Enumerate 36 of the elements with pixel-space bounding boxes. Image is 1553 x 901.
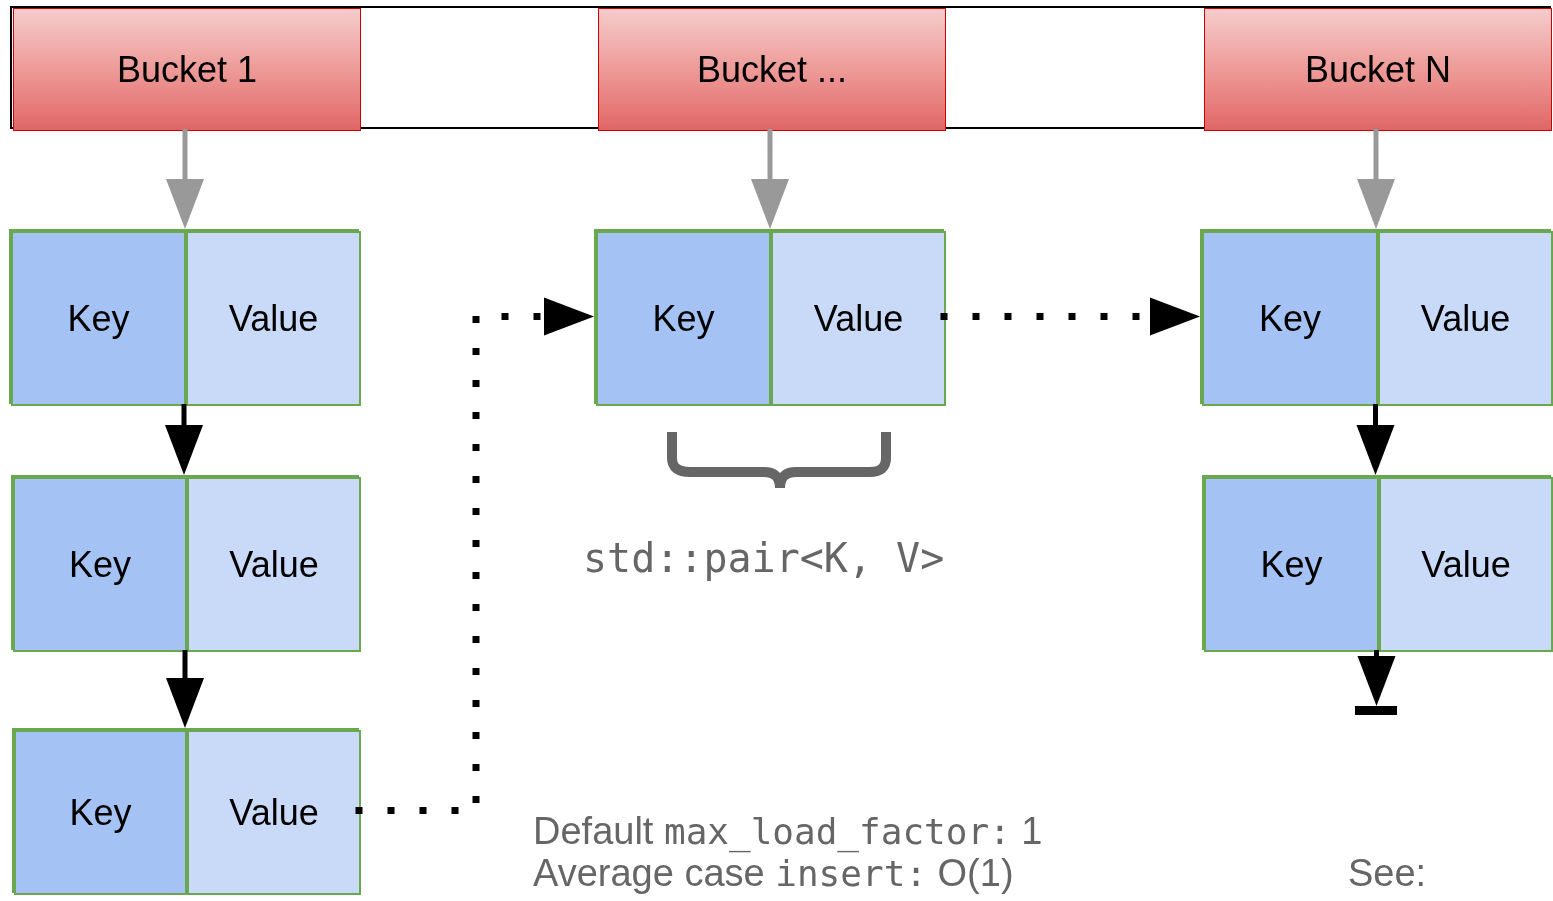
arrow — [1357, 129, 1395, 229]
value-cell: Value — [1379, 477, 1553, 652]
value-cell: Value — [187, 477, 361, 652]
value-cell: Value — [1378, 231, 1553, 406]
pair-box — [1202, 475, 1551, 650]
bucket-box: Bucket N — [1204, 8, 1552, 131]
null-terminator-bar — [1355, 706, 1397, 715]
arrow — [166, 129, 204, 229]
arrow — [1357, 650, 1396, 706]
note-text: Default max_load_factor: 1 — [533, 810, 1043, 853]
value-cell: Value — [771, 231, 946, 406]
pair-box — [12, 728, 359, 893]
arrow — [166, 650, 204, 728]
key-cell: Key — [596, 231, 771, 406]
pair-box — [1200, 229, 1551, 404]
note-text: See: — [1348, 852, 1427, 894]
value-cell: Value — [186, 231, 361, 406]
pair-box — [11, 475, 359, 650]
arrow — [940, 297, 1200, 336]
arrow — [165, 404, 203, 475]
arrow — [751, 129, 789, 229]
note-text: Average case insert: O(1) — [533, 852, 1014, 895]
key-cell: Key — [11, 231, 186, 406]
pair-box — [9, 229, 359, 404]
bucket-box: Bucket 1 — [13, 8, 361, 131]
bucket-box: Bucket ... — [598, 8, 946, 131]
key-cell: Key — [14, 730, 187, 895]
key-cell: Key — [13, 477, 187, 652]
type-label: std::pair<K, V> — [583, 534, 945, 583]
value-cell: Value — [187, 730, 361, 895]
bucket-array — [10, 6, 1551, 129]
key-cell: Key — [1204, 477, 1379, 652]
arrow — [355, 297, 594, 814]
arrow — [1356, 404, 1395, 475]
key-cell: Key — [1202, 231, 1378, 406]
pair-box — [594, 229, 944, 404]
